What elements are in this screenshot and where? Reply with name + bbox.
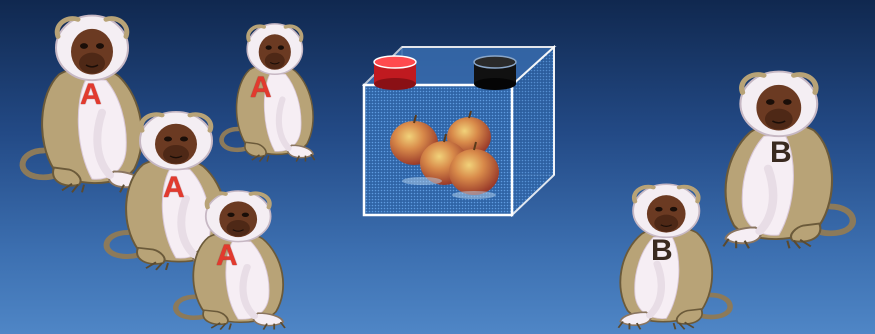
red-button-icon[interactable]: [374, 56, 416, 90]
monkey-a4: A: [168, 185, 303, 334]
apple-box: [362, 45, 557, 217]
black-button-icon[interactable]: [474, 56, 516, 90]
monkey-icon: [168, 185, 303, 334]
monkey-b2: B: [600, 178, 738, 334]
monkey-icon: [600, 178, 738, 334]
